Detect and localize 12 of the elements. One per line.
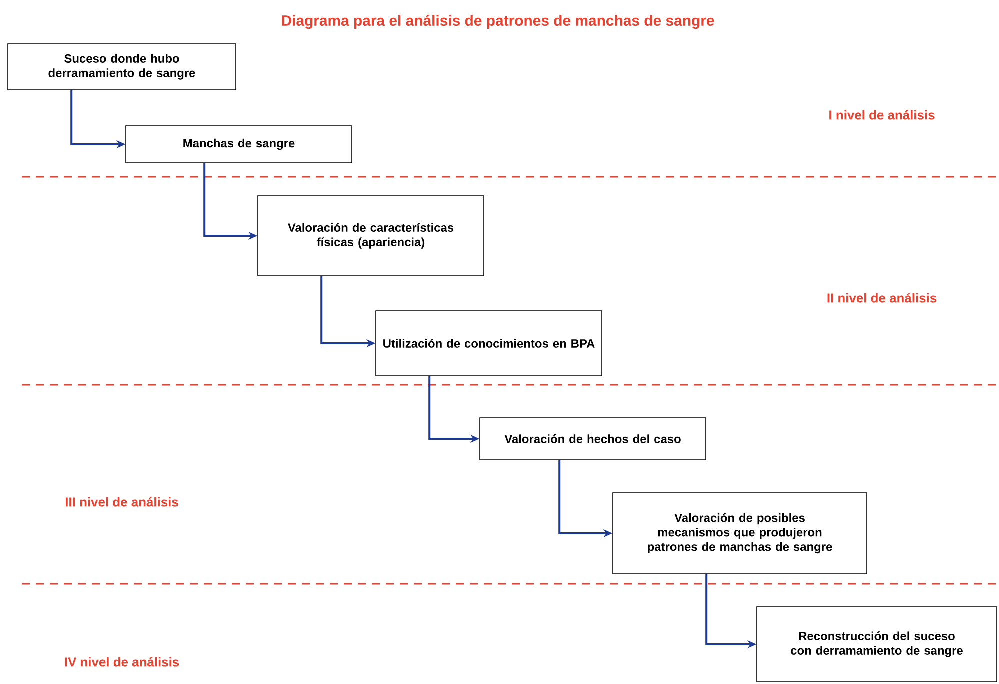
process-box: Valoración de características físicas (apariencia) — [258, 196, 484, 276]
process-box: Manchas de sangre — [126, 126, 352, 164]
process-box: Utilización de conocimientos en BPA — [376, 310, 602, 376]
process-box: Valoración de posibles mecanismos que produjeron patrones de manchas de sangre — [612, 492, 868, 574]
process-box: Suceso donde hubo derramamiento de sangre — [8, 44, 236, 90]
level-label: I nivel de análisis — [830, 110, 935, 120]
level-label: II nivel de análisis — [828, 293, 937, 303]
level-label: III nivel de análisis — [66, 497, 178, 507]
process-box: Valoración de hechos del caso — [480, 418, 706, 460]
title: Diagrama para el análisis de patrones de manchas de sangre — [282, 14, 714, 30]
process-box: Reconstrucción del suceso con derramamiento de sangre — [756, 606, 998, 682]
level-label: IV nivel de análisis — [65, 657, 180, 667]
